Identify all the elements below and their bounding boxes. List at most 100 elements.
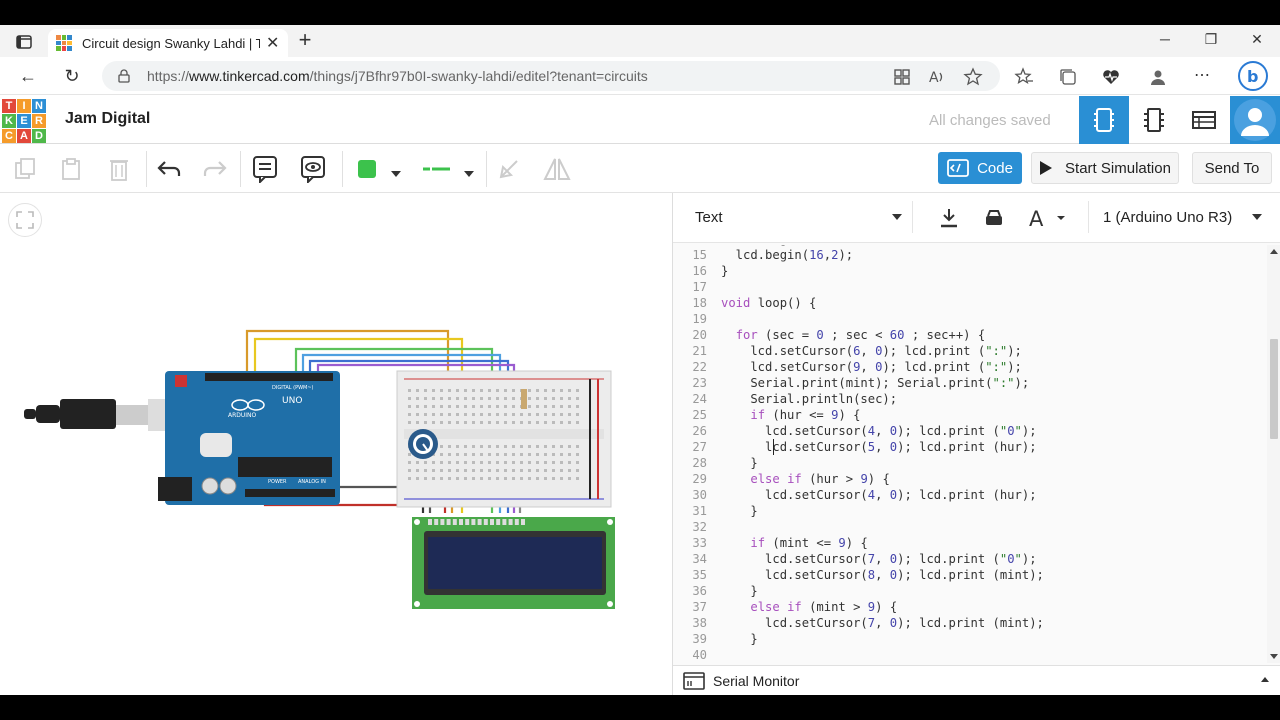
scrollbar-thumb[interactable] [1270, 339, 1278, 439]
device-select[interactable]: 1 (Arduino Uno R3) [1088, 201, 1274, 233]
tab-actions-icon[interactable] [10, 32, 38, 52]
code-text: } [721, 632, 758, 646]
code-editor[interactable]: lcd.begin(16,2);15 lcd.begin(16,2);16}17… [673, 245, 1267, 663]
browser-tab[interactable]: Circuit design Swanky Lahdi | Tinkercad … [48, 29, 288, 57]
download-icon[interactable] [936, 205, 962, 231]
wire-color-picker[interactable] [420, 155, 454, 183]
breadboard-icon [1094, 108, 1114, 132]
breadboard-hole [504, 389, 507, 392]
resistor[interactable] [521, 389, 527, 409]
arduino-board[interactable]: UNO ARDUINO DIGITAL (PWM~) POWER ANALOG … [158, 371, 340, 505]
scroll-down-icon[interactable] [1270, 654, 1278, 659]
breadboard-hole [520, 453, 523, 456]
fit-view-button[interactable] [8, 203, 42, 237]
code-panel: Text A 1 (Arduino Uno R3) lcd.begin(16,2… [672, 193, 1280, 695]
potentiometer[interactable] [408, 429, 438, 459]
close-tab-icon[interactable]: ✕ [266, 35, 280, 52]
line-number: 25 [692, 408, 707, 422]
circuit-canvas[interactable]: UNO ARDUINO DIGITAL (PWM~) POWER ANALOG … [0, 193, 672, 695]
breadboard-hole [552, 477, 555, 480]
copy-icon[interactable] [10, 155, 40, 183]
code-panel-toolbar: Text A 1 (Arduino Uno R3) [673, 193, 1280, 243]
library-icon[interactable] [981, 205, 1007, 231]
breadboard-hole [440, 453, 443, 456]
undo-icon[interactable] [154, 155, 184, 183]
logo-letter: T [2, 99, 16, 113]
breadboard-hole [496, 445, 499, 448]
paste-icon[interactable] [56, 155, 86, 183]
collections-icon[interactable] [1058, 67, 1078, 87]
fill-color-picker[interactable] [352, 155, 382, 183]
breadboard-hole [568, 397, 571, 400]
favorites-icon[interactable] [1014, 67, 1034, 87]
code-text: } [721, 504, 758, 518]
url-text: https://www.tinkercad.com/things/j7Bfhr9… [147, 68, 648, 84]
delete-icon[interactable] [104, 155, 134, 183]
breadboard-hole [408, 405, 411, 408]
start-simulation-button[interactable]: Start Simulation [1031, 152, 1179, 184]
code-text: if (hur <= 9) { [750, 408, 861, 422]
component-list-button[interactable] [1179, 96, 1229, 144]
code-button[interactable]: Code [938, 152, 1022, 184]
line-number: 40 [692, 648, 707, 662]
refresh-icon[interactable]: ↻ [64, 66, 80, 86]
chevron-down-icon[interactable] [464, 171, 474, 177]
add-favorite-icon[interactable] [963, 67, 983, 87]
breadboard-hole [504, 453, 507, 456]
close-window-icon[interactable]: ✕ [1251, 31, 1263, 47]
scroll-up-icon[interactable] [1270, 249, 1278, 254]
breadboard-hole [448, 461, 451, 464]
schematic-view-button[interactable] [1129, 96, 1179, 144]
font-size-icon[interactable]: A [1025, 205, 1069, 231]
breadboard-hole [544, 469, 547, 472]
logo-letter: K [2, 114, 16, 128]
chevron-down-icon[interactable] [391, 171, 401, 177]
breadboard-hole [496, 389, 499, 392]
new-tab-icon[interactable]: + [298, 27, 312, 52]
more-icon[interactable]: ⋯ [1194, 67, 1210, 84]
lock-icon [118, 69, 130, 83]
editor-toolbar: Code Start Simulation Send To [0, 145, 1280, 193]
send-to-button[interactable]: Send To [1192, 152, 1272, 184]
rotate-icon[interactable] [494, 155, 524, 183]
editor-scrollbar[interactable] [1267, 245, 1280, 663]
health-icon[interactable] [1101, 67, 1121, 87]
breadboard-hole [576, 461, 579, 464]
code-mode-select[interactable]: Text [681, 201, 913, 233]
minimize-icon[interactable]: ─ [1160, 31, 1170, 47]
read-aloud-icon[interactable]: A [927, 67, 947, 87]
breadboard-hole [512, 389, 515, 392]
breadboard-hole [512, 477, 515, 480]
bing-icon[interactable]: b [1238, 61, 1268, 91]
serial-monitor-bar[interactable]: Serial Monitor [673, 665, 1280, 695]
breadboard-hole [576, 405, 579, 408]
user-avatar[interactable] [1230, 96, 1280, 144]
breadboard-hole [576, 469, 579, 472]
restore-icon[interactable]: ❐ [1204, 31, 1218, 47]
breadboard-hole [536, 453, 539, 456]
breadboard-hole [504, 445, 507, 448]
flip-icon[interactable] [542, 155, 572, 183]
tinkercad-logo[interactable]: T I N K E R C A D [2, 99, 46, 143]
breadboard-hole [440, 421, 443, 424]
circuit-view-button[interactable] [1079, 96, 1129, 144]
breadboard-hole [504, 461, 507, 464]
notes-icon[interactable] [250, 155, 280, 183]
address-bar[interactable]: https://www.tinkercad.com/things/j7Bfhr9… [102, 61, 1000, 91]
breadboard-hole [488, 477, 491, 480]
profile-icon[interactable] [1148, 67, 1168, 87]
lcd-pin [428, 519, 432, 525]
back-icon[interactable]: ← [19, 66, 37, 86]
breadboard-hole [448, 413, 451, 416]
lcd-display[interactable] [412, 517, 615, 609]
breadboard-hole [424, 413, 427, 416]
breadboard-hole [440, 413, 443, 416]
breadboard-hole [496, 397, 499, 400]
apps-icon[interactable] [892, 67, 912, 87]
notes-visibility-icon[interactable] [298, 155, 328, 183]
expand-icon[interactable] [1261, 677, 1269, 682]
project-name[interactable]: Jam Digital [65, 110, 151, 127]
redo-icon[interactable] [200, 155, 230, 183]
line-number: 21 [692, 344, 707, 358]
breadboard-hole [528, 397, 531, 400]
